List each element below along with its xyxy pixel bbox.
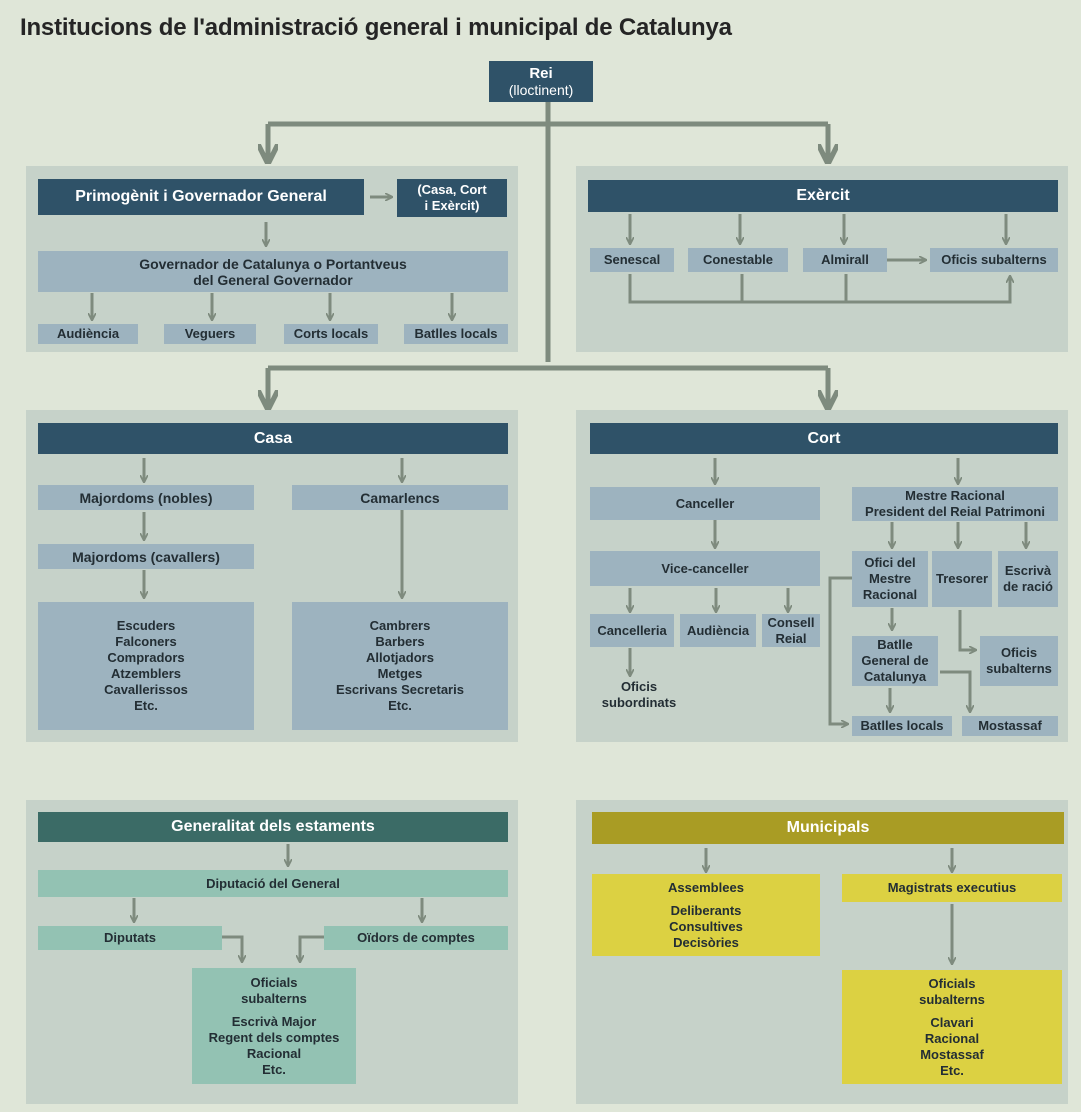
governor-side-box: (Casa, Cort i Exèrcit)	[397, 179, 507, 217]
ofici-line1: Ofici del	[864, 555, 916, 570]
generalitat-oficials-line2: subalterns	[241, 990, 307, 1006]
exercit-item-conestable: Conestable	[688, 248, 788, 272]
tresorer-box: Tresorer	[932, 551, 992, 607]
governor-catalunya-line2: del General Governador	[193, 271, 353, 288]
ofici-line3: Racional	[862, 587, 918, 602]
list-item: Deliberants	[670, 902, 742, 918]
casa-list-left: Escuders Falconers Compradors Atzemblers…	[38, 602, 254, 730]
list-item: Etc.	[134, 698, 158, 713]
cort-audiencia-box: Audiència	[680, 614, 756, 647]
list-item: Atzemblers	[110, 666, 182, 681]
governor-catalunya-line1: Governador de Catalunya o Portantveus	[139, 255, 407, 272]
list-item: Consultives	[669, 918, 743, 934]
governor-item-batlles-locals: Batlles locals	[404, 324, 508, 344]
list-item: Mostassaf	[920, 1046, 984, 1062]
list-item: Etc.	[388, 698, 412, 713]
rei-label: Rei	[529, 64, 553, 82]
vice-canceller-box: Vice-canceller	[590, 551, 820, 586]
majordoms-cavallers-box: Majordoms (cavallers)	[38, 544, 254, 569]
list-item: Clavari	[930, 1014, 974, 1030]
list-item: Etc.	[940, 1062, 964, 1078]
casa-header: Casa	[38, 423, 508, 454]
list-item: Compradors	[107, 650, 185, 665]
cort-header: Cort	[590, 423, 1058, 454]
page-title: Institucions de l'administració general …	[20, 14, 732, 41]
cort-oficis-line2: subalterns	[986, 661, 1052, 676]
generalitat-oficials-box: Oficials subalterns Escrivà Major Regent…	[192, 968, 356, 1084]
list-item: Metges	[377, 666, 423, 681]
rei-box: Rei (lloctinent)	[489, 61, 593, 102]
municipals-oficials-line2: subalterns	[919, 991, 985, 1007]
governor-item-veguers: Veguers	[164, 324, 256, 344]
assemblees-box: Assemblees Deliberants Consultives Decis…	[592, 874, 820, 956]
exercit-header: Exèrcit	[588, 180, 1058, 212]
oficis-subordinats-line1: Oficis	[620, 679, 658, 694]
list-item: Etc.	[262, 1061, 286, 1077]
ofici-line2: Mestre	[869, 571, 911, 586]
batlle-general-box: Batlle General de Catalunya	[852, 636, 938, 686]
municipals-oficials-line1: Oficials	[928, 975, 976, 991]
escriva-line1: Escrivà	[1004, 563, 1052, 578]
list-item: Racional	[924, 1030, 980, 1046]
batlle-line1: Batlle	[877, 637, 913, 652]
list-item: Decisòries	[673, 934, 739, 950]
diputacio-box: Diputació del General	[38, 870, 508, 897]
oficis-subordinats-label: Oficis subordinats	[596, 678, 682, 712]
cort-oficis-line1: Oficis	[1000, 645, 1038, 660]
mostassaf-box: Mostassaf	[962, 716, 1058, 736]
canceller-box: Canceller	[590, 487, 820, 520]
rei-sublabel: (lloctinent)	[508, 81, 574, 98]
governor-side-line2: i Exèrcit)	[424, 198, 480, 213]
camarlencs-box: Camarlencs	[292, 485, 508, 510]
governor-header: Primogènit i Governador General	[38, 179, 364, 215]
cort-oficis-subalterns-box: Oficis subalterns	[980, 636, 1058, 686]
mestre-racional-box: Mestre Racional President del Reial Patr…	[852, 487, 1058, 521]
magistrats-box: Magistrats executius	[842, 874, 1062, 902]
batlle-line2: General de	[861, 653, 929, 668]
municipals-oficials-box: Oficials subalterns Clavari Racional Mos…	[842, 970, 1062, 1084]
list-item: Escuders	[116, 618, 176, 633]
generalitat-oficials-line1: Oficials	[250, 974, 298, 990]
list-item: Barbers	[375, 634, 425, 649]
list-item: Escrivà Major	[231, 1013, 317, 1029]
generalitat-header: Generalitat dels estaments	[38, 812, 508, 842]
list-item: Escrivans Secretaris	[336, 682, 464, 697]
oidors-box: Oïdors de comptes	[324, 926, 508, 950]
casa-list-right: Cambrers Barbers Allotjadors Metges Escr…	[292, 602, 508, 730]
mestre-line1: Mestre Racional	[905, 488, 1005, 503]
cort-batlles-locals-box: Batlles locals	[852, 716, 952, 736]
list-item: Allotjadors	[366, 650, 434, 665]
list-item: Cavallerissos	[104, 682, 188, 697]
governor-side-line1: (Casa, Cort	[417, 182, 487, 197]
list-item: Regent dels comptes	[208, 1029, 340, 1045]
consell-line1: Consell	[767, 614, 815, 630]
cancelleria-box: Cancelleria	[590, 614, 674, 647]
list-item: Cambrers	[369, 618, 431, 633]
list-item: Racional	[246, 1045, 302, 1061]
consell-line2: Reial	[775, 630, 807, 646]
municipals-header: Municipals	[592, 812, 1064, 844]
escriva-line2: de ració	[1003, 579, 1053, 594]
exercit-item-almirall: Almirall	[803, 248, 887, 272]
list-item: Falconers	[115, 634, 177, 649]
exercit-item-oficis-subalterns: Oficis subalterns	[930, 248, 1058, 272]
majordoms-nobles-box: Majordoms (nobles)	[38, 485, 254, 510]
escriva-racio-box: Escrivà de ració	[998, 551, 1058, 607]
batlle-line3: Catalunya	[863, 669, 927, 684]
oficis-subordinats-line2: subordinats	[601, 695, 677, 710]
exercit-item-senescal: Senescal	[590, 248, 674, 272]
governor-item-audiencia: Audiència	[38, 324, 138, 344]
assemblees-title: Assemblees	[668, 879, 744, 895]
mestre-line2: President del Reial Patrimoni	[865, 504, 1045, 519]
ofici-mestre-racional-box: Ofici del Mestre Racional	[852, 551, 928, 607]
consell-reial-box: Consell Reial	[762, 614, 820, 647]
governor-catalunya-box: Governador de Catalunya o Portantveus de…	[38, 251, 508, 292]
governor-item-corts-locals: Corts locals	[284, 324, 378, 344]
diputats-box: Diputats	[38, 926, 222, 950]
